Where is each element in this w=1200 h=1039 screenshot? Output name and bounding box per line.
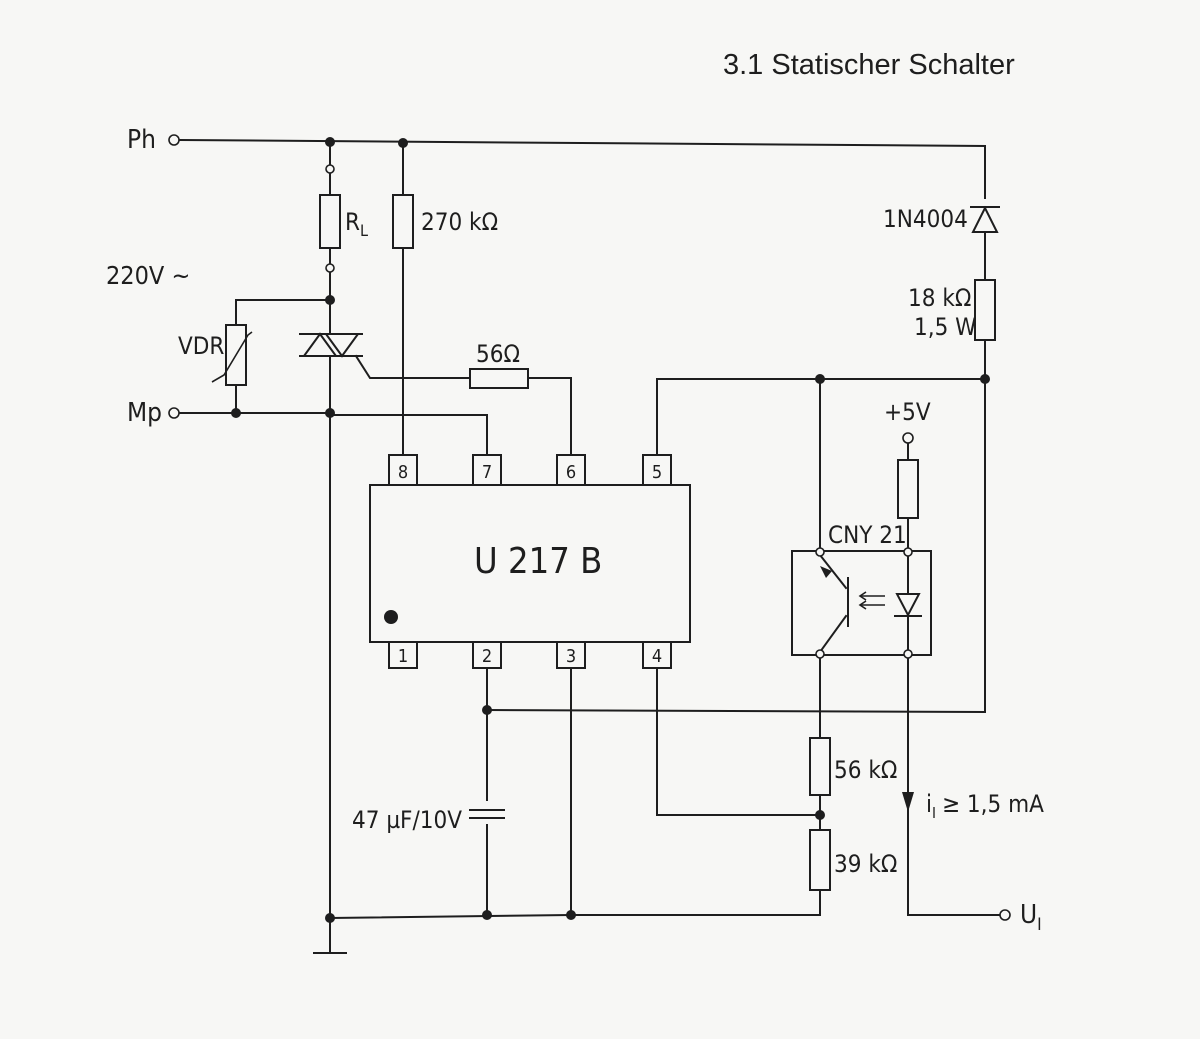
pin-6: 6 bbox=[566, 462, 576, 483]
label-current: iI≥ 1,5 mA bbox=[926, 790, 1044, 822]
pin1-marker bbox=[384, 610, 398, 624]
ph-rail bbox=[178, 138, 987, 148]
resistor-270k bbox=[392, 194, 414, 249]
label-270k: 270 kΩ bbox=[421, 208, 498, 236]
label-18k-power: 1,5 W bbox=[914, 313, 977, 341]
optocoupler-cny21 bbox=[791, 547, 932, 659]
resistor-18k bbox=[974, 279, 996, 341]
pin-5: 5 bbox=[652, 462, 662, 483]
resistor-5v bbox=[897, 459, 919, 519]
vdr-varistor bbox=[211, 324, 253, 386]
junctions bbox=[231, 137, 990, 923]
page-title: 3.1 Statischer Schalter bbox=[723, 49, 1015, 81]
label-supply: 220V ~ bbox=[106, 261, 190, 290]
label-18k: 18 kΩ bbox=[908, 284, 971, 312]
label-1n4004: 1N4004 bbox=[883, 205, 968, 233]
label-ph: Ph bbox=[127, 125, 156, 155]
label-56k: 56 kΩ bbox=[834, 756, 897, 784]
label-plus5v: +5V bbox=[884, 398, 931, 426]
label-mp: Mp bbox=[127, 398, 162, 428]
label-ui: UI bbox=[1020, 900, 1042, 935]
resistor-rl bbox=[319, 194, 341, 249]
rl-terminal-bottom bbox=[325, 263, 335, 273]
terminals bbox=[168, 134, 1011, 921]
pin-1: 1 bbox=[398, 646, 408, 667]
resistor-39k bbox=[809, 829, 831, 891]
resistor-56k bbox=[809, 737, 831, 796]
rl-terminal-top bbox=[325, 164, 335, 174]
pin-8: 8 bbox=[398, 462, 408, 483]
label-vdr: VDR bbox=[178, 332, 224, 360]
pin-4: 4 bbox=[652, 646, 662, 667]
triac bbox=[299, 332, 363, 358]
pin-7: 7 bbox=[482, 462, 492, 483]
label-ic: U 217 B bbox=[474, 541, 602, 582]
label-rl: RL bbox=[345, 208, 368, 240]
plus5v-terminal bbox=[902, 432, 914, 444]
pin-2: 2 bbox=[482, 646, 492, 667]
current-arrow bbox=[902, 792, 914, 812]
ph-terminal bbox=[168, 134, 180, 146]
label-cny21: CNY 21 bbox=[828, 521, 907, 549]
resistor-56-ohm bbox=[469, 368, 529, 389]
capacitor-47uf bbox=[469, 809, 505, 819]
diode-1n4004 bbox=[970, 205, 1000, 233]
label-47uf: 47 µF/10V bbox=[352, 806, 462, 834]
label-39k: 39 kΩ bbox=[834, 850, 897, 878]
ic-u217b bbox=[369, 454, 691, 669]
ui-terminal bbox=[999, 909, 1011, 921]
label-56-ohm: 56Ω bbox=[476, 340, 520, 368]
pin-3: 3 bbox=[566, 646, 576, 667]
mp-terminal bbox=[168, 407, 180, 419]
